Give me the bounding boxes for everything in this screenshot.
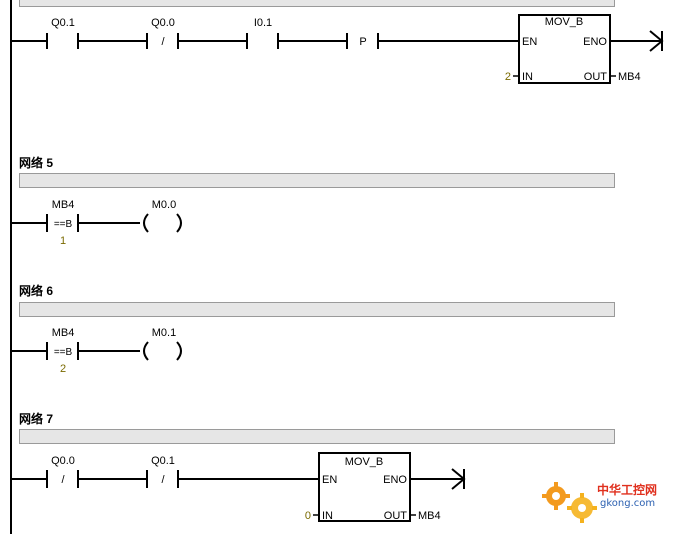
out-value: MB4 [618, 71, 641, 83]
coil-label: M0.0 [152, 199, 176, 211]
box-title: MOV_B [345, 456, 384, 468]
network-5-rung: MB4 ==B 1 M0.0 [12, 199, 182, 247]
coil-label: M0.1 [152, 327, 176, 339]
compare-operator: ==B [54, 347, 73, 358]
compare-operand1: MB4 [52, 199, 75, 211]
en-pin: EN [322, 474, 337, 486]
network-7-comment-bar[interactable] [19, 429, 615, 444]
eno-pin: ENO [383, 474, 407, 486]
contact-q0-1-nc[interactable]: Q0.1 / [146, 455, 179, 488]
contact-label: Q0.0 [51, 455, 75, 467]
network-4-rung: Q0.1 Q0.0 / I0.1 P MOV_B EN E [12, 14, 664, 84]
nc-symbol: / [61, 474, 65, 486]
out-value: MB4 [418, 510, 441, 522]
contact-label: Q0.1 [51, 17, 75, 29]
contact-label: I0.1 [254, 17, 272, 29]
compare-contact[interactable]: MB4 ==B 2 [46, 327, 79, 375]
compare-operator: ==B [54, 219, 73, 230]
watermark-text-cn: 中华工控网 [597, 482, 657, 497]
network-5-comment-bar[interactable] [19, 173, 615, 188]
contact-q0-0-nc[interactable]: Q0.0 / [46, 455, 79, 488]
mov-b-box[interactable]: MOV_B EN ENO IN OUT [518, 14, 611, 84]
contact-i0-1[interactable]: I0.1 [246, 17, 279, 49]
out-pin: OUT [384, 510, 408, 522]
contact-q0-0-nc[interactable]: Q0.0 / [146, 17, 179, 49]
contact-label: Q0.0 [151, 17, 175, 29]
nc-symbol: / [161, 36, 165, 48]
contact-q0-1[interactable]: Q0.1 [46, 17, 79, 49]
network-6-comment-bar[interactable] [19, 302, 615, 317]
watermark-text-domain: gkong.com [600, 498, 655, 509]
compare-operand2: 2 [60, 363, 66, 375]
network-7-header: 网络 7 [19, 412, 54, 426]
network-5-header: 网络 5 [19, 156, 54, 170]
positive-edge-contact[interactable]: P [346, 33, 379, 49]
contact-label: Q0.1 [151, 455, 175, 467]
mov-b-box[interactable]: MOV_B EN ENO IN OUT [318, 452, 411, 522]
box-title: MOV_B [545, 16, 584, 28]
coil-m0-1[interactable]: M0.1 [143, 327, 182, 361]
network-7-rung: Q0.0 / Q0.1 / MOV_B EN ENO IN OUT 0 MB4 [12, 452, 466, 522]
network-6-header: 网络 6 [19, 284, 54, 298]
in-value: 2 [505, 71, 511, 83]
compare-operand1: MB4 [52, 327, 75, 339]
eno-pin: ENO [583, 36, 607, 48]
gear-icon [542, 482, 597, 523]
gkong-watermark-logo: 中华工控网 gkong.com [542, 482, 657, 523]
in-pin: IN [322, 510, 333, 522]
coil-m0-0[interactable]: M0.0 [143, 199, 182, 233]
in-value: 0 [305, 510, 311, 522]
edge-symbol: P [359, 36, 366, 48]
in-pin: IN [522, 71, 533, 83]
nc-symbol: / [161, 474, 165, 486]
network-6-rung: MB4 ==B 2 M0.1 [12, 327, 182, 375]
compare-contact[interactable]: MB4 ==B 1 [46, 199, 79, 247]
out-pin: OUT [584, 71, 608, 83]
compare-operand2: 1 [60, 235, 66, 247]
network-4-comment-bar[interactable] [19, 0, 615, 7]
en-pin: EN [522, 36, 537, 48]
